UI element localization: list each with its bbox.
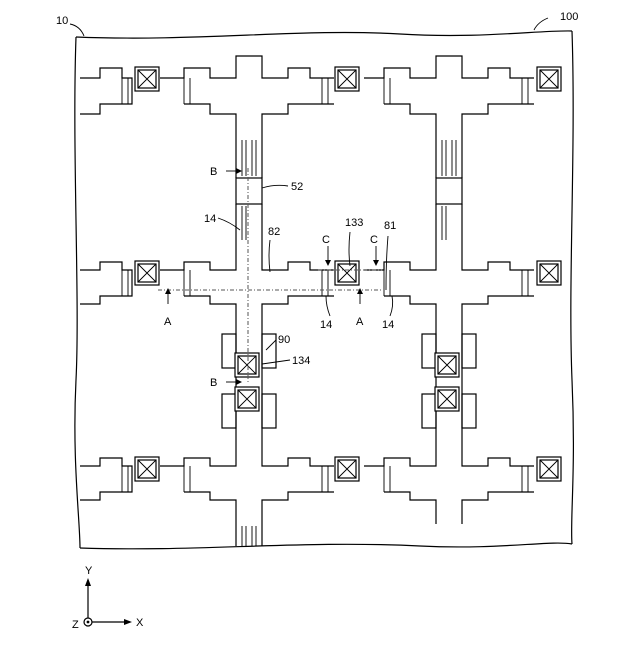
label-52: 52 — [291, 181, 303, 193]
label-b-bottom: B — [210, 377, 217, 389]
label-b-top: B — [210, 166, 217, 178]
axis-triad: Y X Z — [72, 565, 144, 631]
label-134: 134 — [292, 355, 310, 367]
label-a-right: A — [356, 316, 364, 328]
contact-pads — [135, 67, 561, 481]
axis-y-label: Y — [85, 565, 93, 577]
label-c-right: C — [370, 234, 378, 246]
row-trace-middle — [80, 242, 534, 330]
label-133: 133 — [345, 217, 363, 229]
label-c-left: C — [322, 234, 330, 246]
label-14-b1: 14 — [320, 319, 332, 331]
label-82: 82 — [268, 226, 280, 238]
label-90: 90 — [278, 334, 290, 346]
label-a-left: A — [164, 316, 172, 328]
axis-x-label: X — [136, 617, 144, 629]
column-traces — [236, 138, 462, 546]
label-device-ref: 100 — [560, 11, 578, 23]
label-14-b2: 14 — [382, 319, 394, 331]
island-52 — [236, 178, 262, 204]
axis-z-label: Z — [72, 619, 79, 631]
label-substrate-ref: 10 — [56, 15, 68, 27]
label-14-left: 14 — [204, 213, 216, 225]
label-81: 81 — [384, 220, 396, 232]
